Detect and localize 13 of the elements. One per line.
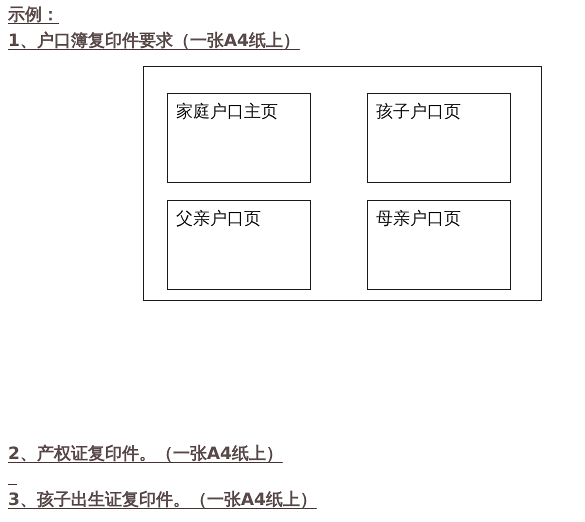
page-box bbox=[167, 200, 311, 290]
box-label: 家庭户口主页 bbox=[176, 101, 278, 123]
page-box bbox=[367, 200, 511, 290]
page-box bbox=[367, 93, 511, 183]
requirement-text: 1、户口簿复印件要求（一张A4纸上） bbox=[8, 31, 300, 51]
box-label: 父亲户口页 bbox=[176, 208, 261, 230]
box-label: 孩子户口页 bbox=[376, 101, 461, 123]
heading: 示例： bbox=[8, 5, 59, 25]
requirement-text: 3、孩子出生证复印件。（一张A4纸上） bbox=[8, 490, 317, 510]
page-box bbox=[167, 93, 311, 183]
requirement-text: 2、产权证复印件。（一张A4纸上） bbox=[8, 444, 283, 464]
page-frame bbox=[143, 66, 542, 301]
box-label: 母亲户口页 bbox=[376, 208, 461, 230]
